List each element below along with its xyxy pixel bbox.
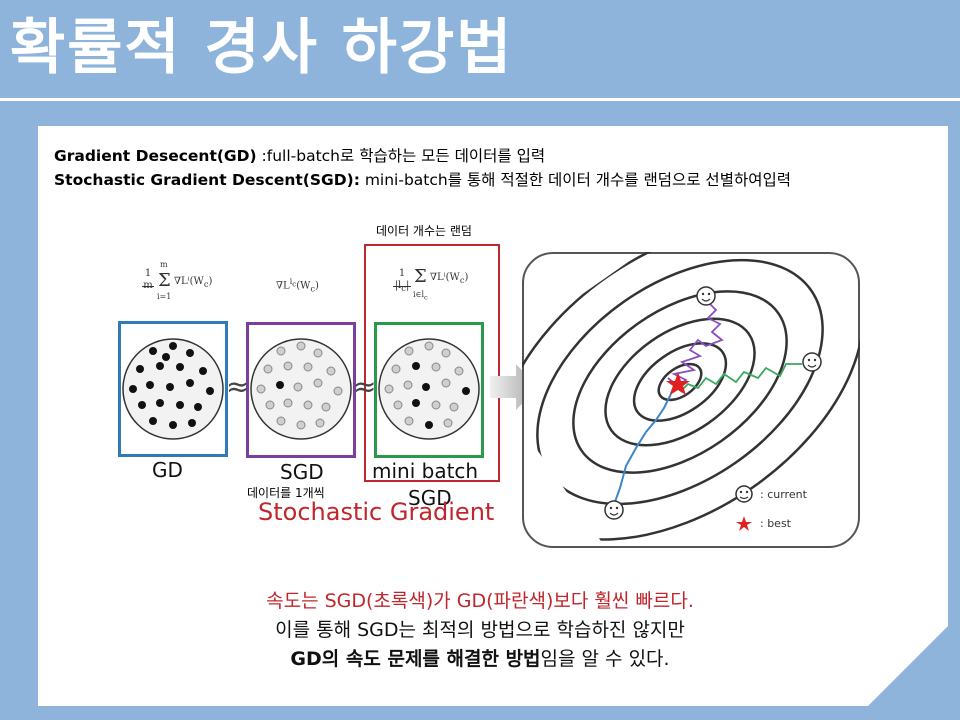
- contour-plot: [522, 252, 860, 548]
- legend-current: : current: [760, 488, 807, 501]
- label-sgd: SGD: [280, 460, 324, 484]
- sgd-term: Stochastic Gradient Descent(SGD):: [54, 171, 360, 189]
- mini-batch-path: [681, 363, 802, 391]
- mini-batch-highlight-box: [364, 244, 500, 482]
- gd-text: :full-batch로 학습하는 모든 데이터를 입력: [256, 147, 546, 165]
- gd-dots: [129, 342, 214, 429]
- bottom-line-2: 이를 통해 SGD는 최적의 방법으로 학습하진 않지만: [275, 619, 685, 641]
- sgd-box: [246, 322, 356, 458]
- label-gd: GD: [152, 458, 183, 482]
- sgd-text: mini-batch를 통해 적절한 데이터 개수를 랜덤으로 선별하여입력: [359, 171, 791, 189]
- title-divider: [0, 98, 960, 101]
- data-circles: [122, 338, 480, 440]
- folded-corner: [868, 626, 948, 706]
- label-mini-batch-sgd: SGD: [408, 486, 452, 510]
- approx-sign-1: ≈: [226, 370, 250, 403]
- definition-sgd: Stochastic Gradient Descent(SGD): mini-b…: [54, 170, 791, 190]
- bottom-line-3-rest: 임을 알 수 있다.: [540, 648, 670, 670]
- mini-batch-dots: [384, 341, 464, 428]
- gd-box: [118, 321, 228, 457]
- bottom-line-3-bold: GD의 속도 문제를 해결한 방법: [290, 648, 541, 670]
- legend-star-icon: [736, 516, 752, 531]
- gd-path: [611, 385, 675, 511]
- formula-sgd: ∇Lic(Wc): [276, 276, 319, 294]
- label-mini-batch: mini batch: [372, 459, 479, 483]
- title-bar: [0, 0, 960, 100]
- smiley-icons: [604, 286, 822, 520]
- mini-batch-selected-dots: [412, 362, 470, 429]
- bottom-line-3: GD의 속도 문제를 해결한 방법임을 알 수 있다.: [0, 646, 960, 672]
- definition-gd: Gradient Desecent(GD) :full-batch로 학습하는 …: [54, 146, 545, 166]
- random-note: 데이터 개수는 랜덤: [376, 224, 472, 238]
- mini-batch-box: [374, 322, 484, 458]
- sgd-dots: [256, 341, 343, 430]
- note-sgd: 데이터를 1개씩: [247, 486, 325, 500]
- stochastic-gradient-label: Stochastic Gradient: [258, 498, 495, 526]
- legend-best: : best: [760, 517, 791, 530]
- slide-title: 확률적 경사 하강법: [10, 13, 514, 83]
- bottom-line-1: 속도는 SGD(초록색)가 GD(파란색)보다 훨씬 빠르다.: [266, 590, 694, 612]
- best-star-icon: [666, 372, 690, 395]
- gd-term: Gradient Desecent(GD): [54, 147, 257, 165]
- approx-sign-2: ≈: [353, 370, 377, 403]
- sgd-selected-dot: [276, 381, 284, 389]
